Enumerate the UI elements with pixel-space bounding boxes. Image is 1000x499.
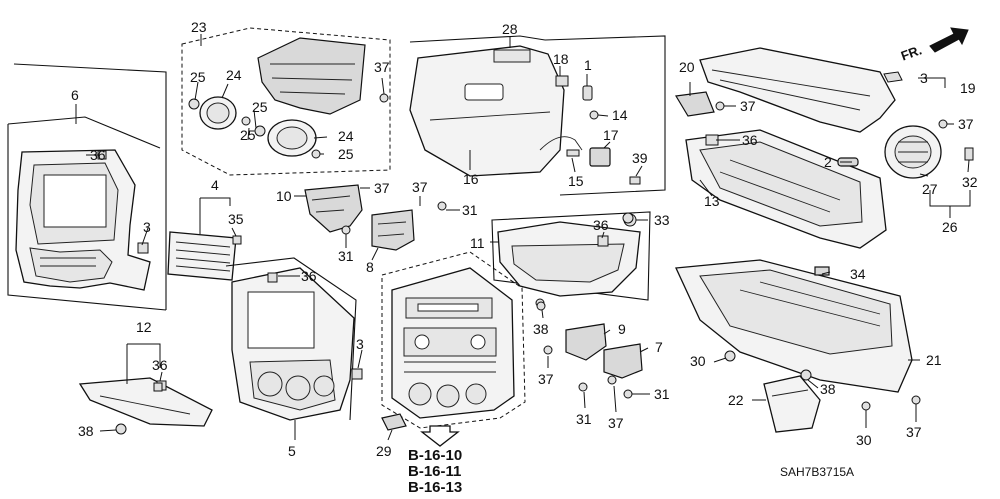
callout-31: 31	[654, 386, 670, 402]
callout-2: 2	[824, 154, 832, 170]
callout-3: 3	[920, 70, 928, 86]
callout-14: 14	[612, 107, 628, 123]
callout-18: 18	[553, 51, 569, 67]
callout-25: 25	[252, 99, 268, 115]
upper-lid-group-19	[675, 47, 948, 133]
callout-3: 3	[356, 336, 364, 352]
reference-labels: B-16-10 B-16-11 B-16-13	[408, 447, 462, 496]
callout-1: 1	[584, 57, 592, 73]
callout-7: 7	[655, 339, 663, 355]
callout-31: 31	[462, 202, 478, 218]
reference-b-16-11: B-16-11	[408, 463, 461, 480]
glove-box-door-16	[409, 35, 583, 177]
callout-22: 22	[728, 392, 744, 408]
callout-32: 32	[962, 174, 978, 190]
callout-27: 27	[922, 181, 938, 197]
reference-arrow	[420, 425, 460, 447]
callout-12: 12	[136, 319, 152, 335]
callout-37: 37	[374, 180, 390, 196]
callout-37: 37	[958, 116, 974, 132]
callout-25: 25	[338, 146, 354, 162]
leader-lines	[75, 34, 971, 441]
callout-13: 13	[704, 193, 720, 209]
callout-11: 11	[470, 235, 485, 251]
glove-box-21	[675, 259, 921, 411]
callout-17: 17	[603, 127, 619, 143]
callout-38: 38	[820, 381, 836, 397]
clip-29	[381, 413, 407, 431]
callout-25: 25	[240, 127, 256, 143]
callout-33: 33	[654, 212, 670, 228]
reference-b-16-13: B-16-13	[408, 479, 462, 496]
callout-31: 31	[338, 248, 354, 264]
lower-panel-12	[78, 377, 213, 435]
bracket-10	[304, 184, 363, 235]
callout-37: 37	[740, 98, 756, 114]
callout-37: 37	[412, 179, 428, 195]
vent-grille-4	[167, 231, 242, 281]
callout-numbers: 6 36 3 23 25 24 25 25 24 25 37 28 18 1 1…	[71, 19, 978, 459]
callout-36: 36	[301, 268, 317, 284]
callout-34: 34	[850, 266, 866, 282]
callout-26: 26	[942, 219, 958, 235]
callout-19: 19	[960, 80, 976, 96]
bracket-8	[371, 209, 415, 251]
bracket-7	[603, 343, 643, 399]
callout-20: 20	[679, 59, 695, 75]
callout-37: 37	[538, 371, 554, 387]
callout-8: 8	[366, 259, 374, 275]
callout-38: 38	[533, 321, 549, 337]
callout-9: 9	[618, 321, 626, 337]
callout-30: 30	[856, 432, 872, 448]
callout-37: 37	[374, 59, 390, 75]
callout-25: 25	[190, 69, 206, 85]
callout-36: 36	[90, 147, 106, 163]
reference-b-16-10: B-16-10	[408, 447, 462, 464]
callout-29: 29	[376, 443, 392, 459]
callout-31: 31	[576, 411, 592, 427]
callout-36: 36	[152, 357, 168, 373]
callout-23: 23	[191, 19, 207, 35]
callout-6: 6	[71, 87, 79, 103]
bezel-5	[225, 257, 363, 421]
tray-13	[685, 129, 887, 249]
callout-35: 35	[228, 211, 244, 227]
callout-36: 36	[742, 132, 758, 148]
callout-24: 24	[338, 128, 354, 144]
center-panel-group-6	[7, 63, 167, 311]
callout-36: 36	[593, 217, 609, 233]
callout-5: 5	[288, 443, 296, 459]
callout-21: 21	[926, 352, 942, 368]
callout-3: 3	[143, 219, 151, 235]
callout-28: 28	[502, 21, 518, 37]
callout-4: 4	[211, 177, 219, 193]
callout-24: 24	[226, 67, 242, 83]
vent-group-23	[181, 27, 391, 176]
audio-unit-group	[381, 251, 526, 429]
callout-16: 16	[463, 171, 479, 187]
callout-10: 10	[276, 188, 292, 204]
callout-30: 30	[690, 353, 706, 369]
direction-label: FR.	[899, 42, 924, 63]
callout-38: 38	[78, 423, 94, 439]
diagram-code: SAH7B3715A	[780, 465, 854, 479]
callout-39: 39	[632, 150, 648, 166]
bracket-9	[535, 298, 607, 392]
callout-37: 37	[906, 424, 922, 440]
cover-22	[763, 375, 821, 433]
callout-37: 37	[608, 415, 624, 431]
front-direction-arrow: FR.	[899, 27, 969, 64]
vent-27	[884, 125, 974, 179]
callout-15: 15	[568, 173, 584, 189]
pocket-11	[491, 211, 651, 301]
